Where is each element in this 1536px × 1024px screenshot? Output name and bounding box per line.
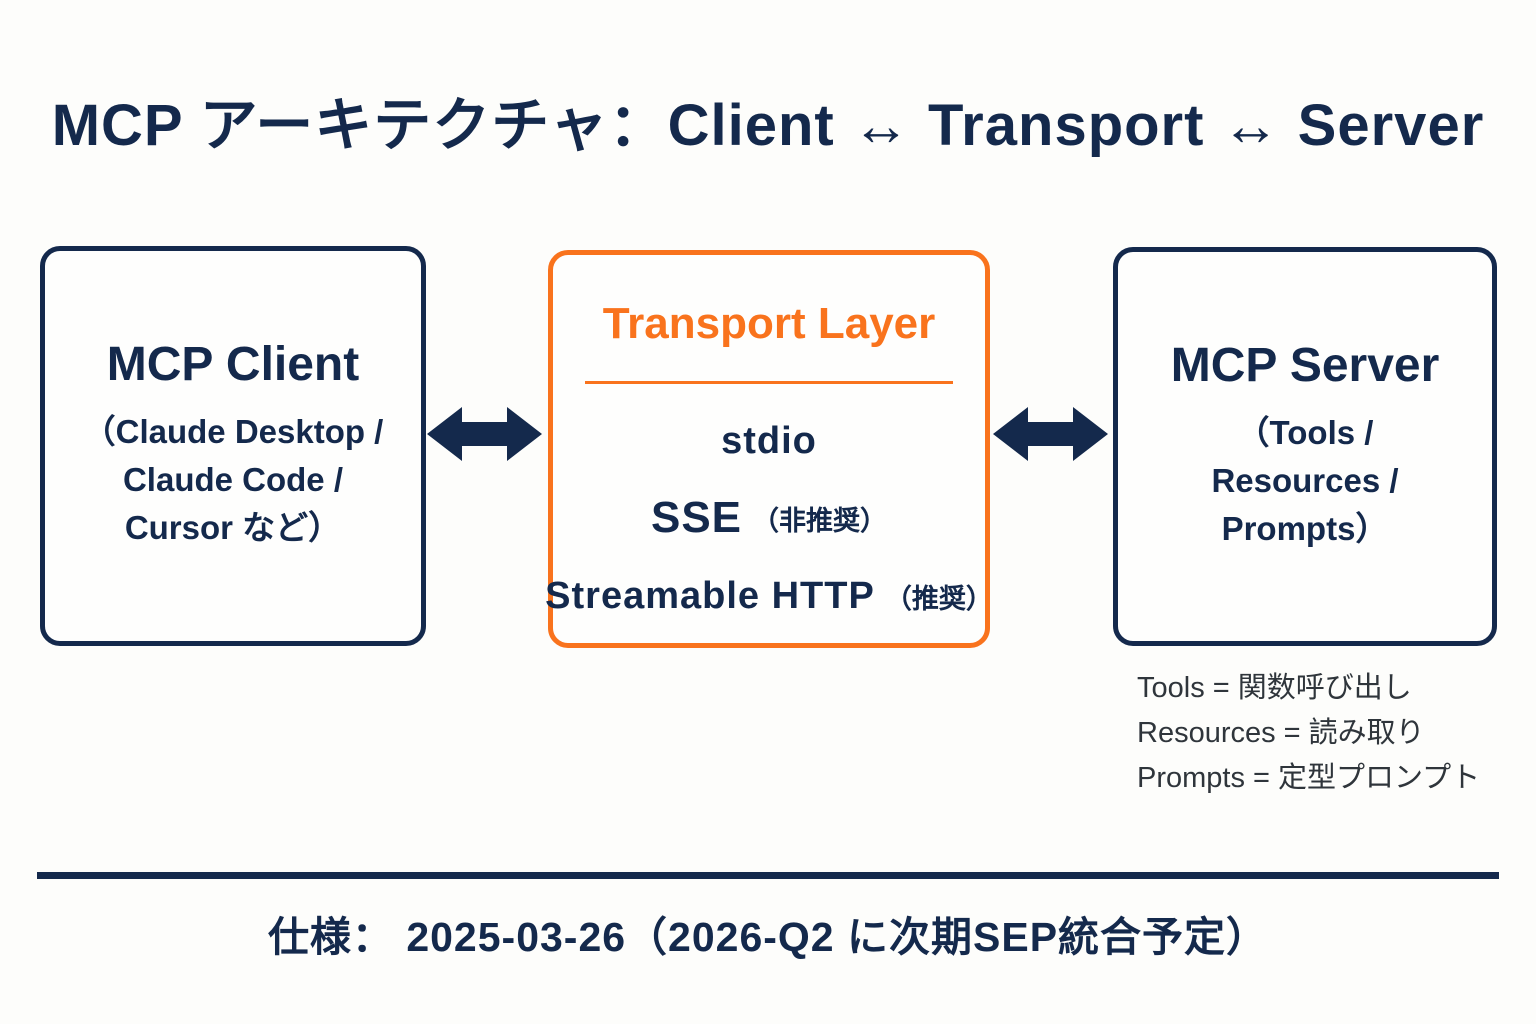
transport-item-streamable-http: Streamable HTTP （推奨） xyxy=(545,575,993,618)
mcp-server-subtitle: （Tools / Resources / Prompts） xyxy=(1211,409,1398,553)
mcp-server-title: MCP Server xyxy=(1170,339,1440,392)
transport-item-sse-label: SSE xyxy=(650,493,743,542)
transport-item-streamable-http-label: Streamable HTTP xyxy=(545,575,875,617)
mcp-client-title: MCP Client xyxy=(106,338,360,391)
mcp-client-subtitle: （Claude Desktop / Claude Code / Cursor な… xyxy=(83,408,384,552)
footer-divider-line xyxy=(37,872,1499,879)
transport-item-streamable-http-note: （推奨） xyxy=(884,584,993,614)
transport-layer-title: Transport Layer xyxy=(602,299,936,348)
mcp-server-line-1: （Tools / xyxy=(1236,413,1374,451)
legend-line-resources: Resources = 読み取り xyxy=(1137,717,1425,749)
server-capabilities-legend: Tools = 関数呼び出し Resources = 読み取り Prompts … xyxy=(1137,666,1480,801)
transport-title-underline xyxy=(585,381,953,384)
transport-item-sse: SSE （非推奨） xyxy=(651,493,887,543)
client-transport-arrow-icon xyxy=(427,407,542,461)
legend-line-prompts: Prompts = 定型プロンプト xyxy=(1137,762,1481,794)
transport-server-arrow-icon xyxy=(993,407,1108,461)
spec-version-footer: 仕様： 2025-03-26（2026-Q2 に次期SEP統合予定） xyxy=(267,914,1269,960)
mcp-client-box: MCP Client （Claude Desktop / Claude Code… xyxy=(40,246,426,646)
legend-line-tools: Tools = 関数呼び出し xyxy=(1137,672,1412,704)
mcp-server-line-2: Resources / xyxy=(1211,461,1399,499)
page-title: MCP アーキテクチャ：Client ↔ Transport ↔ Server xyxy=(51,93,1485,158)
mcp-server-box: MCP Server （Tools / Resources / Prompts） xyxy=(1113,247,1497,646)
mcp-client-line-1: （Claude Desktop / xyxy=(82,412,384,450)
transport-item-sse-note: （非推奨） xyxy=(752,505,888,536)
mcp-client-line-2: Claude Code / xyxy=(122,460,343,498)
mcp-client-line-3: Cursor など） xyxy=(124,508,342,546)
transport-layer-box: Transport Layer stdio SSE （非推奨） Streamab… xyxy=(545,250,993,648)
transport-item-stdio-label: stdio xyxy=(721,420,817,462)
mcp-server-line-3: Prompts） xyxy=(1221,509,1389,547)
transport-item-stdio: stdio xyxy=(721,420,817,463)
